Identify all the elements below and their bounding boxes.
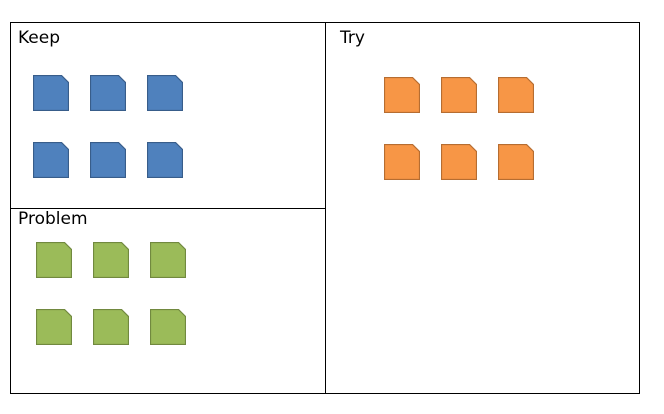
try-sticky-note[interactable] bbox=[384, 77, 420, 113]
sticky-note-shape bbox=[498, 144, 534, 180]
sticky-note-shape bbox=[150, 309, 186, 345]
keep-title: Keep bbox=[18, 28, 61, 48]
problem-sticky-note[interactable] bbox=[93, 309, 129, 345]
sticky-note-shape bbox=[384, 77, 420, 113]
sticky-note-shape bbox=[93, 309, 129, 345]
try-sticky-note[interactable] bbox=[498, 77, 534, 113]
problem-sticky-note[interactable] bbox=[150, 242, 186, 278]
sticky-note-shape bbox=[36, 242, 72, 278]
sticky-note-shape bbox=[33, 75, 69, 111]
sticky-note-shape bbox=[498, 77, 534, 113]
keep-sticky-note[interactable] bbox=[147, 75, 183, 111]
problem-quadrant: Problem bbox=[11, 209, 326, 394]
try-sticky-note[interactable] bbox=[384, 144, 420, 180]
keep-quadrant: Keep bbox=[11, 23, 326, 209]
sticky-note-shape bbox=[150, 242, 186, 278]
try-title: Try bbox=[340, 28, 365, 48]
keep-sticky-note[interactable] bbox=[33, 75, 69, 111]
try-sticky-note[interactable] bbox=[441, 77, 477, 113]
sticky-note-shape bbox=[33, 142, 69, 178]
try-quadrant: Try bbox=[326, 23, 640, 394]
problem-sticky-note[interactable] bbox=[36, 242, 72, 278]
sticky-note-shape bbox=[147, 142, 183, 178]
keep-sticky-note[interactable] bbox=[90, 142, 126, 178]
keep-sticky-note[interactable] bbox=[147, 142, 183, 178]
sticky-note-shape bbox=[441, 77, 477, 113]
sticky-note-shape bbox=[90, 75, 126, 111]
sticky-note-shape bbox=[36, 309, 72, 345]
problem-sticky-note[interactable] bbox=[36, 309, 72, 345]
sticky-note-shape bbox=[93, 242, 129, 278]
problem-title: Problem bbox=[18, 209, 88, 229]
sticky-note-shape bbox=[384, 144, 420, 180]
problem-sticky-note[interactable] bbox=[150, 309, 186, 345]
keep-sticky-note[interactable] bbox=[90, 75, 126, 111]
try-sticky-note[interactable] bbox=[498, 144, 534, 180]
sticky-note-shape bbox=[147, 75, 183, 111]
try-sticky-note[interactable] bbox=[441, 144, 477, 180]
sticky-note-shape bbox=[441, 144, 477, 180]
keep-sticky-note[interactable] bbox=[33, 142, 69, 178]
problem-sticky-note[interactable] bbox=[93, 242, 129, 278]
kpt-board: Keep Problem Try bbox=[10, 22, 640, 394]
sticky-note-shape bbox=[90, 142, 126, 178]
